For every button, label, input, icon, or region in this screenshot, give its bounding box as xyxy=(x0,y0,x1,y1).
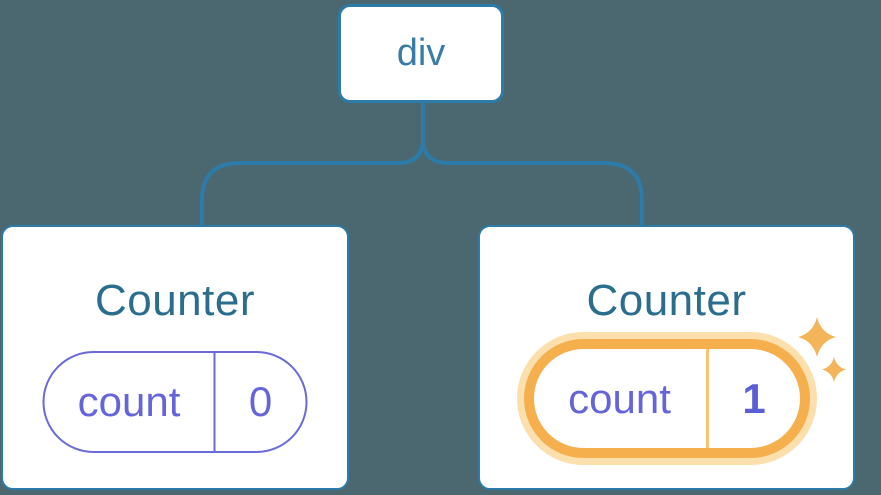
state-key-label: count xyxy=(45,353,216,451)
state-pill-highlight-glow: count 1 xyxy=(516,332,817,465)
counter-card-left: Counter count 0 xyxy=(1,225,349,490)
root-node-label: div xyxy=(396,32,446,74)
sparkle-small xyxy=(822,357,846,382)
sparkles-icon xyxy=(798,317,846,382)
sparkle-large xyxy=(798,317,836,357)
connector-left-branch xyxy=(200,103,425,226)
connector-right-branch xyxy=(421,103,644,226)
state-pill: count 0 xyxy=(42,351,308,453)
component-title: Counter xyxy=(586,276,747,325)
state-key-label: count xyxy=(534,349,709,448)
state-value: 0 xyxy=(248,378,273,425)
component-title: Counter xyxy=(94,276,256,325)
state-value: 1 xyxy=(742,374,766,422)
counter-card-right: Counter count 1 xyxy=(478,225,855,490)
root-node: div xyxy=(338,4,504,103)
state-pill: count 1 xyxy=(533,349,800,448)
state-pill-highlight-ring: count 1 xyxy=(523,339,810,458)
